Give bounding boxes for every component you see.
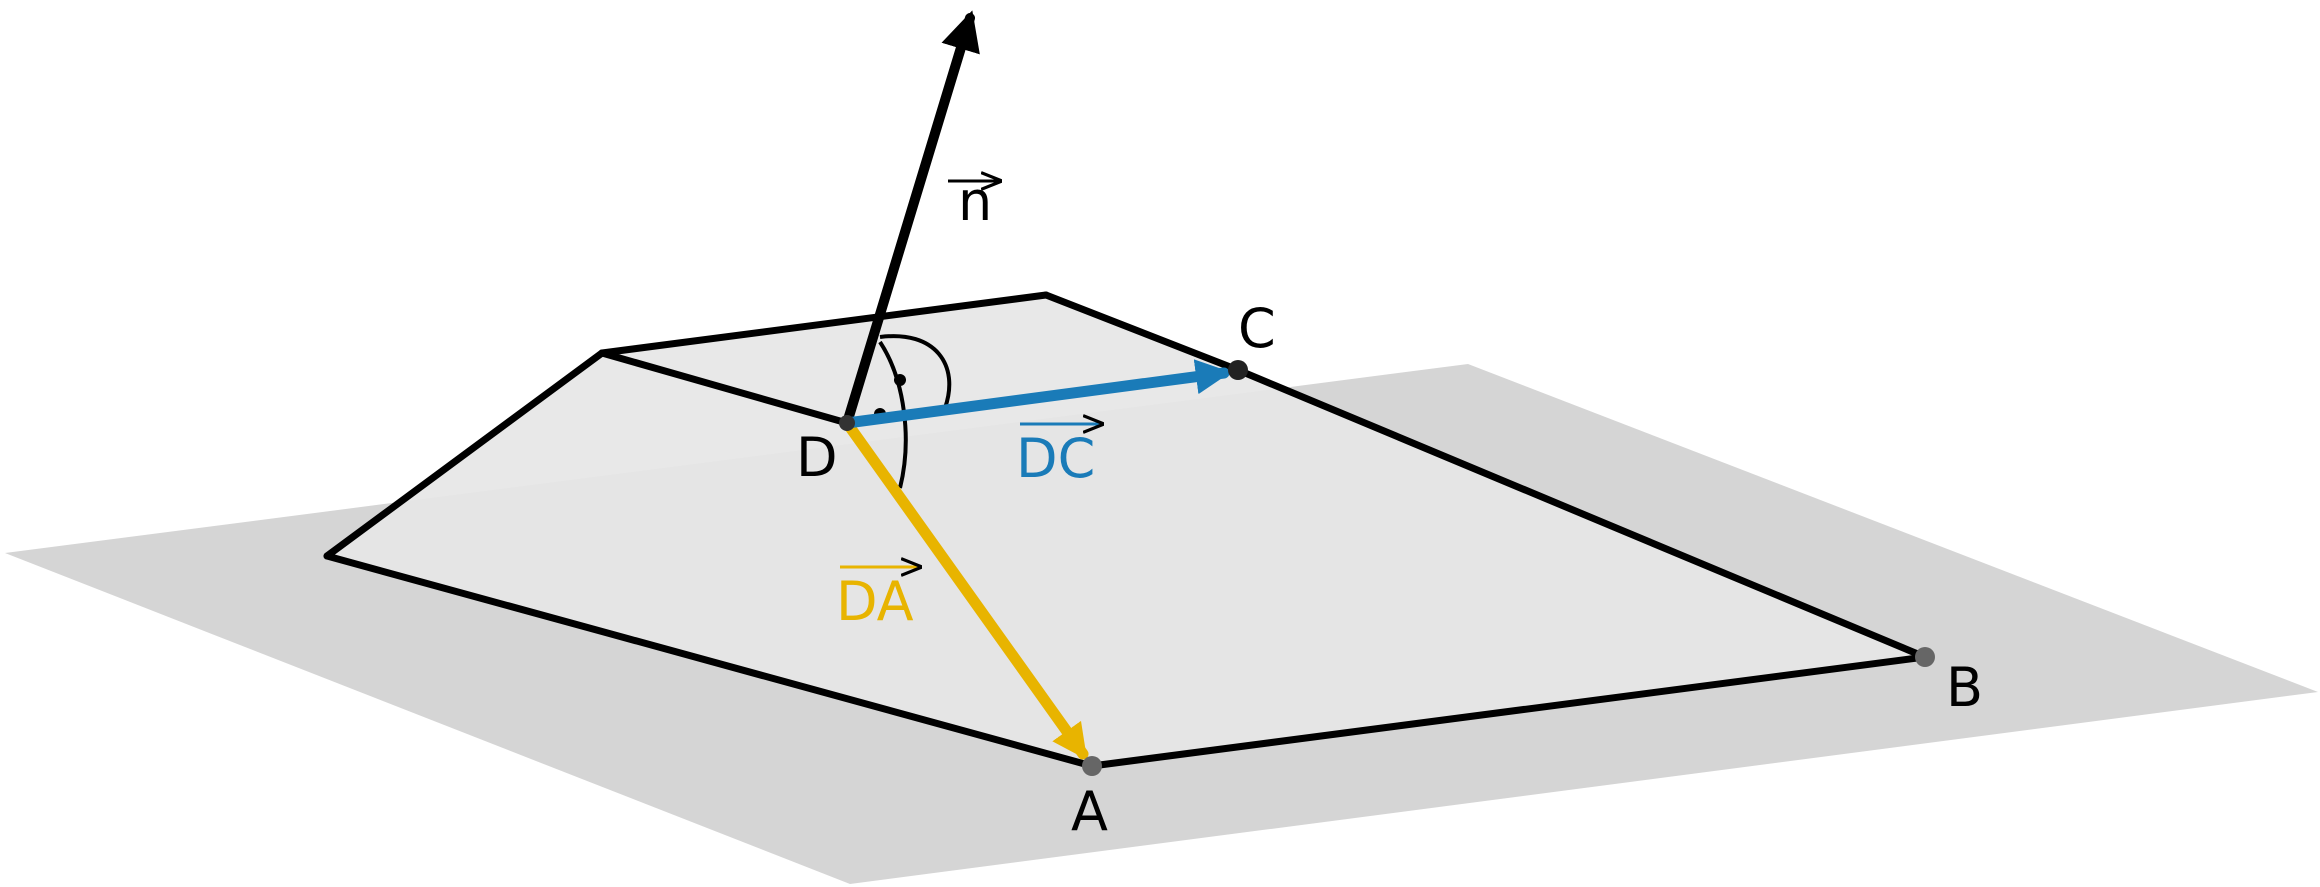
- edge-top-right: [1042, 291, 1242, 374]
- right-angle-arc-nc: [879, 334, 952, 409]
- label-point-c: C: [1238, 297, 1276, 360]
- point-marker-b: [1915, 647, 1935, 667]
- prism-face: [327, 295, 1925, 766]
- label-vector-n: n: [948, 170, 1000, 233]
- label-vector-dc: DC: [1016, 424, 1102, 490]
- label-point-b: B: [1946, 656, 1983, 719]
- point-marker-d: [839, 415, 855, 431]
- vector-da: [841, 417, 1089, 760]
- label-point-d: D: [796, 426, 838, 489]
- label-point-a: A: [1071, 780, 1108, 843]
- label-vector-da-text: DA: [836, 570, 914, 633]
- edge-top-d: [598, 349, 851, 427]
- prism-edges: [323, 291, 1929, 770]
- edge-left-top: [323, 349, 606, 560]
- edge-a-left: [323, 552, 1096, 770]
- edge-top-back: [598, 291, 1050, 357]
- label-vector-dc-text: DC: [1016, 427, 1095, 490]
- edge-ba: [1088, 653, 1929, 770]
- normal-vector-n: [842, 10, 980, 428]
- point-marker-a: [1082, 756, 1102, 776]
- label-vector-da: DA: [836, 567, 920, 633]
- edge-cb: [1234, 366, 1929, 661]
- vector-dc: [841, 359, 1231, 429]
- label-vector-n-text: n: [958, 170, 992, 233]
- point-marker-c: [1228, 360, 1248, 380]
